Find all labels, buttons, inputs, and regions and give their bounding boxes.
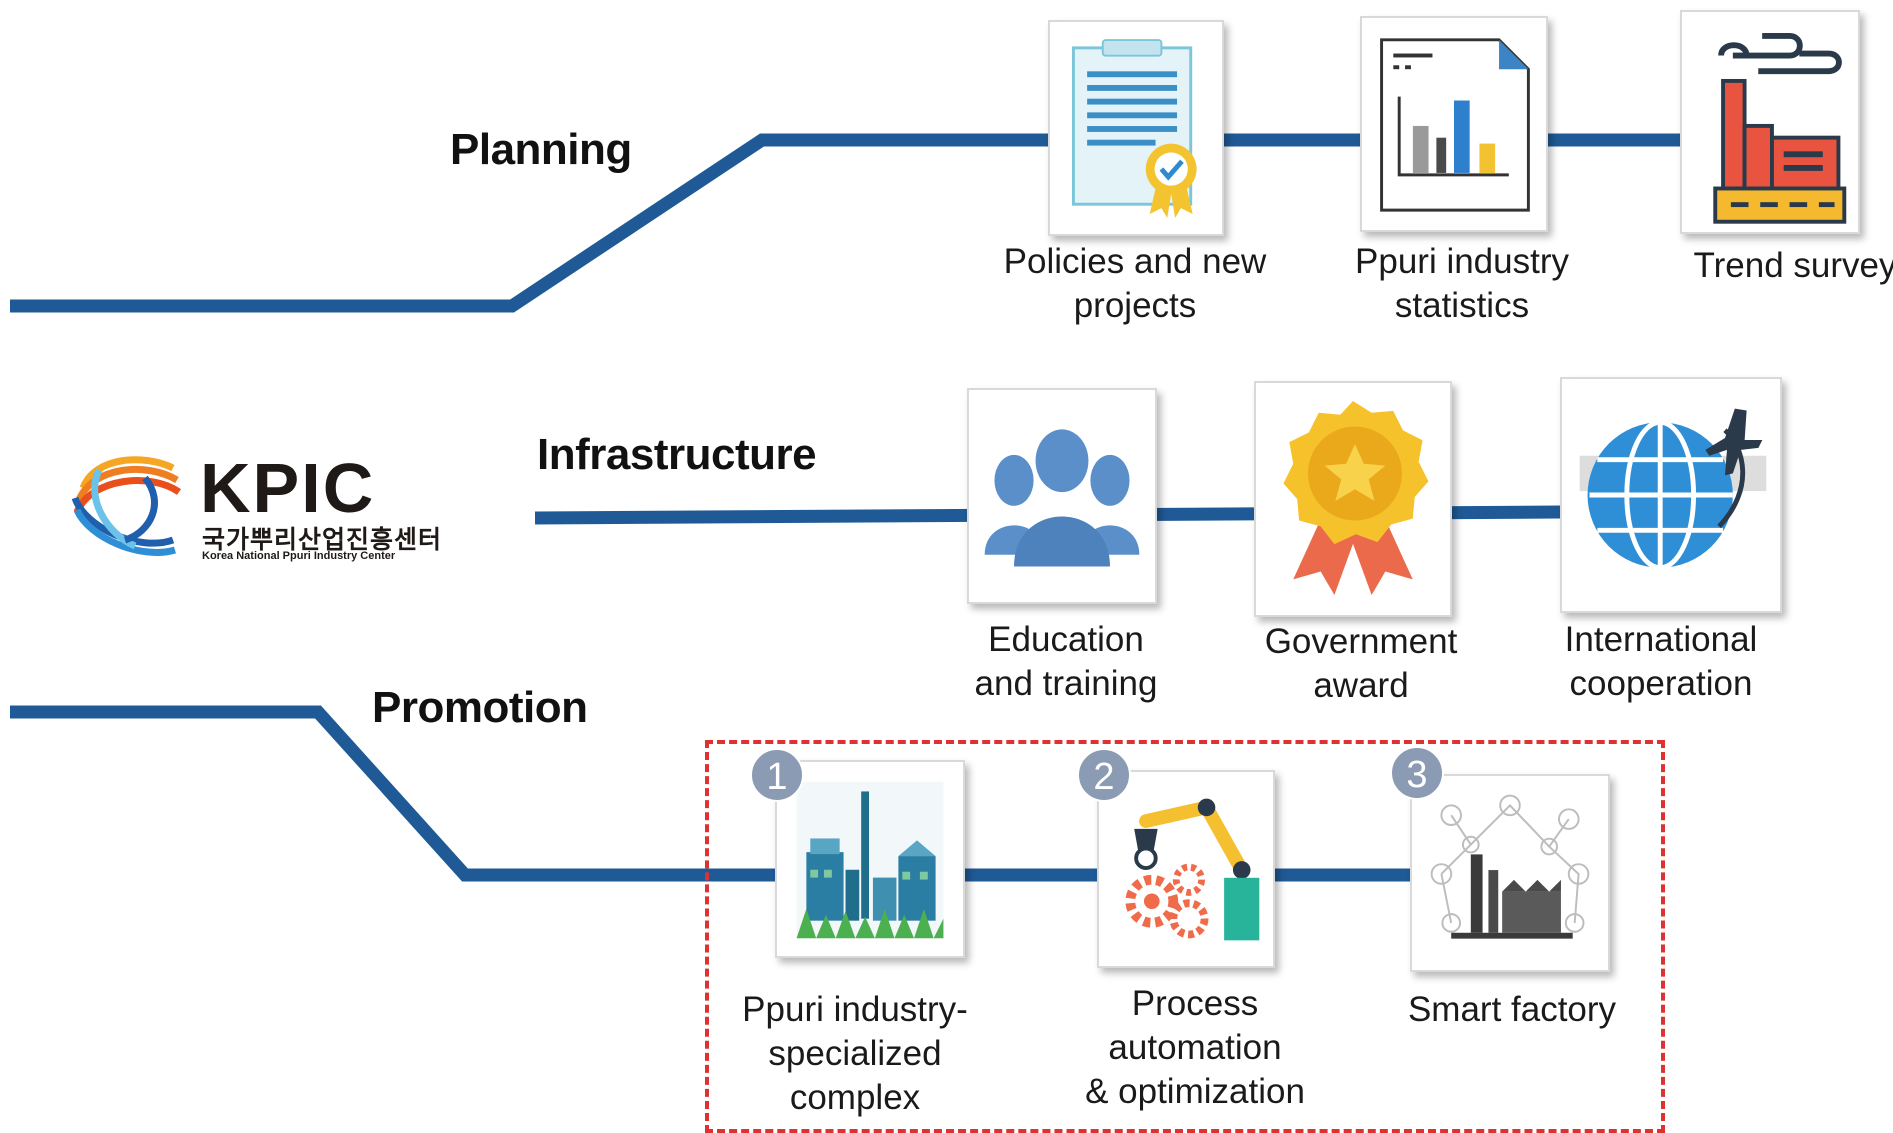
people-group-icon (984, 429, 1140, 567)
promotion-title: Promotion (372, 683, 588, 732)
step-badge-3: 3 (1390, 746, 1444, 800)
planning-title: Planning (450, 125, 632, 174)
trend-survey-caption: Trend survey (1693, 246, 1893, 285)
certificate-document-icon (1071, 39, 1197, 218)
logo-korean-name: 국가뿌리산업진흥센터 (202, 526, 443, 554)
complex-card (775, 760, 965, 958)
planning-line (10, 133, 1840, 313)
logo-name: KPIC (200, 449, 376, 527)
globe-airplane-icon (1579, 408, 1767, 571)
smart-factory-icon (1430, 794, 1590, 939)
logo-english-name: Korea National Ppuri Industry Center (202, 550, 396, 562)
factory-smoke-icon (1713, 33, 1847, 224)
award-card (1254, 381, 1452, 617)
trend-survey-card (1680, 10, 1860, 234)
policies-card (1048, 20, 1224, 236)
kpic-logo: KPIC 국가뿌리산업진흥센터 Korea National Ppuri Ind… (65, 448, 441, 573)
smart-factory-caption: Smart factory (1407, 990, 1617, 1029)
award-medal-icon (1283, 401, 1429, 596)
automation-card (1097, 770, 1275, 968)
bar-chart-document-icon (1380, 38, 1530, 212)
step-badge-2: 2 (1077, 748, 1131, 802)
industrial-complex-icon (796, 781, 944, 939)
robot-arm-gears-icon (1125, 798, 1260, 941)
international-card (1560, 377, 1782, 613)
infrastructure-title: Infrastructure (537, 430, 817, 479)
smart-factory-card (1410, 774, 1610, 972)
step-badge-1: 1 (750, 748, 804, 802)
statistics-card (1360, 16, 1548, 232)
education-card (967, 388, 1157, 604)
kpic-emblem-icon (71, 456, 182, 556)
